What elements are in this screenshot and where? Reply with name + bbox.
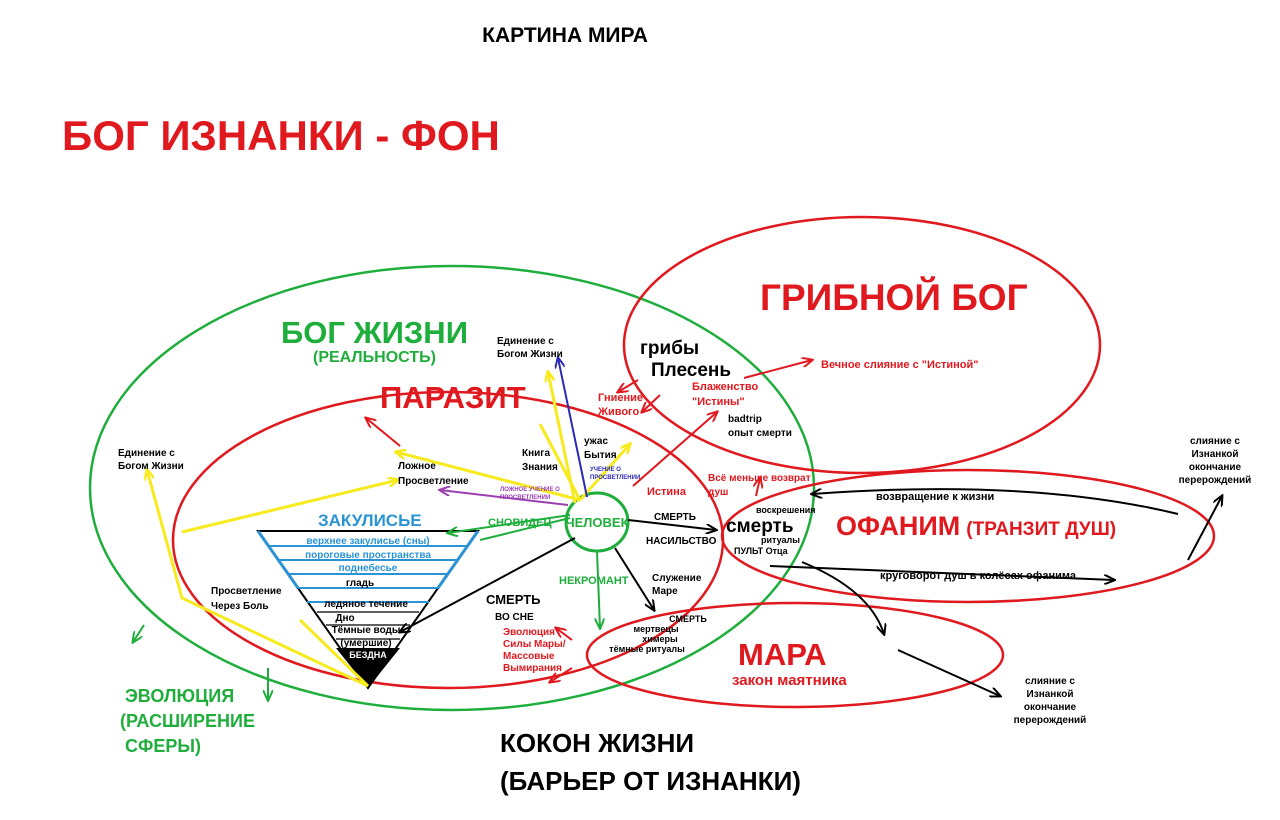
zakulise-layer: (умершие)	[340, 638, 391, 649]
kokon-label: КОКОН ЖИЗНИ(БАРЬЕР ОТ ИЗНАНКИ)	[500, 728, 801, 796]
mara-title: МАРА	[738, 637, 827, 672]
mara-subtitle: закон маятника	[732, 672, 847, 689]
zakulise-layer: верхнее закулисье (сны)	[306, 536, 429, 547]
bog-zhizni-title: БОГ ЖИЗНИ	[281, 315, 468, 350]
red-arrows	[366, 360, 812, 682]
zakulise-layer: Дно	[335, 613, 354, 624]
smert-big-label: смерть	[726, 516, 794, 537]
lozhnoe-uchenie-arrow	[440, 490, 569, 506]
krugovorot-label: круговорот душ в колёсах офанима	[880, 570, 1077, 582]
zakulise-layer: ледяное течение	[324, 599, 408, 610]
ofanim-ellipse	[720, 468, 1216, 604]
zakulise-triangle	[256, 530, 480, 690]
istina-label: Истина	[647, 486, 687, 498]
griby-label: грибы	[640, 338, 699, 359]
zakulise-layer: поднебесье	[339, 562, 398, 574]
vechnoe-label: Вечное слияние с "Истиной"	[821, 359, 978, 371]
bezdna-tip	[336, 648, 400, 688]
green-arrows	[133, 514, 600, 700]
uchenie-arrow	[558, 358, 588, 498]
page-title: КАРТИНА МИРА	[482, 24, 648, 47]
zakulise-layer: БЕЗДНА	[349, 650, 387, 660]
headline: БОГ ИЗНАНКИ - ФОН	[62, 112, 500, 159]
ofanim-title: ОФАНИМ(ТРАНЗИТ ДУШ)	[836, 511, 1116, 541]
zakulise-layer: пороговые пространства	[305, 550, 431, 561]
snovidec-label: СНОВИДЕЦ	[488, 517, 552, 529]
vozvrashchenie-label: возвращение к жизни	[876, 491, 994, 503]
chelovek-label: ЧЕЛОВЕК	[565, 515, 628, 530]
voskresheniya-label: воскрешения	[756, 505, 816, 515]
blazhenstvo-label: Блаженство"Истины"	[692, 381, 759, 408]
parazit-title: ПАРАЗИТ	[380, 380, 526, 415]
yellow-arrows	[147, 372, 630, 688]
bog-zhizni-subtitle: (РЕАЛЬНОСТЬ)	[313, 349, 436, 366]
zakulise-bands	[268, 545, 468, 603]
zakulise-title: ЗАКУЛИСЬЕ	[318, 511, 422, 530]
gribnoy-bog-ellipse	[622, 215, 1102, 475]
zakulise-layer: гладь	[346, 578, 374, 589]
nekromant-label: НЕКРОМАНТ	[559, 575, 629, 587]
gribnoy-bog-title: ГРИБНОЙ БОГ	[760, 276, 1028, 318]
zakulise-dark-bands	[317, 611, 419, 640]
zakulise-layer: Тёмные воды	[332, 625, 401, 636]
mara-ellipse	[585, 601, 1005, 709]
bog-zhizni-ellipse	[88, 264, 816, 712]
black-arrows	[400, 488, 1222, 696]
plesen-label: Плесень	[651, 360, 731, 381]
